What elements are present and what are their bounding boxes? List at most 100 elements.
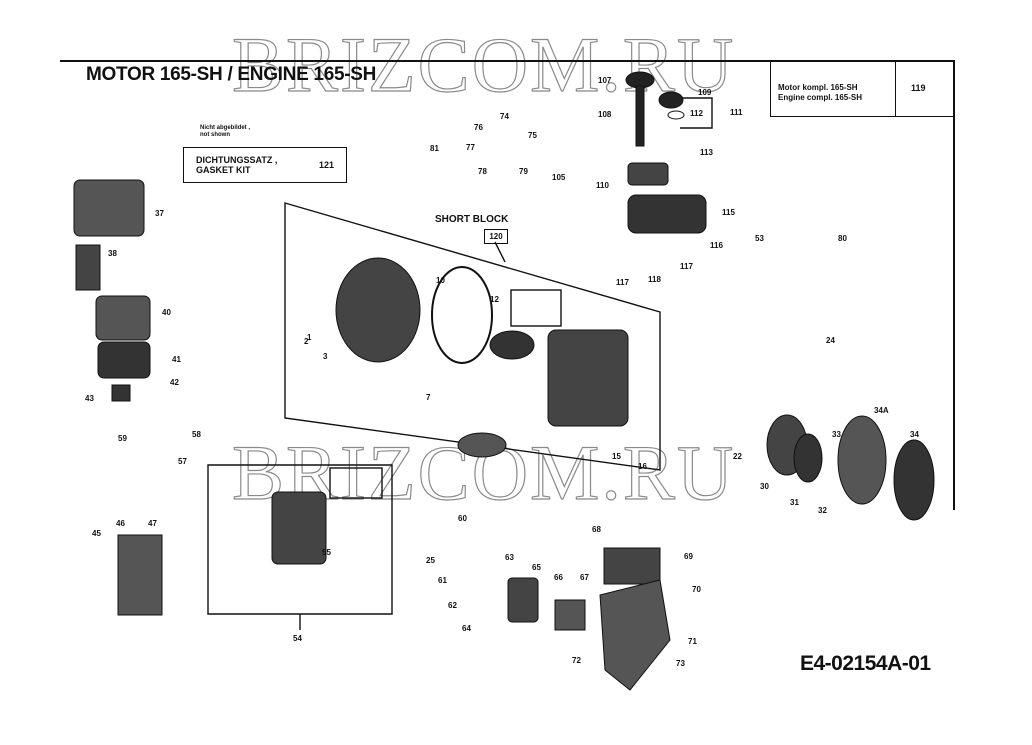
- callout-54: 54: [293, 634, 302, 643]
- diagram-code: E4-02154A-01: [800, 652, 931, 675]
- page-title: MOTOR 165-SH / ENGINE 165-SH: [86, 64, 377, 85]
- engine-complete-label-en: Engine compl. 165-SH: [778, 93, 863, 102]
- gasket-kit-label-de: DICHTUNGSSATZ ,: [196, 155, 278, 165]
- part-12-box: [510, 289, 562, 327]
- callout-69: 69: [684, 552, 693, 561]
- callout-37: 37: [155, 209, 164, 218]
- oring-112: [667, 110, 685, 120]
- callout-16: 16: [638, 462, 647, 471]
- part-42: [111, 384, 131, 402]
- callout-118: 118: [648, 275, 661, 284]
- callout-32: 32: [818, 506, 827, 515]
- callout-59: 59: [118, 434, 127, 443]
- callout-77: 77: [466, 143, 475, 152]
- callout-7: 7: [426, 393, 431, 402]
- callout-2: 2: [304, 337, 309, 346]
- muffler-cover-40: [95, 295, 151, 341]
- callout-63: 63: [505, 553, 514, 562]
- part-55-inset-box: [329, 467, 383, 499]
- bracket-69: [603, 547, 661, 585]
- callout-47: 47: [148, 519, 157, 528]
- frame-right-line: [953, 60, 955, 510]
- gasket-kit-box: DICHTUNGSSATZ , GASKET KIT 121: [183, 147, 347, 183]
- shroud-72: [599, 579, 671, 691]
- callout-55: 55: [322, 548, 331, 557]
- callout-73: 73: [676, 659, 685, 668]
- gasket-kit-number: 121: [319, 160, 335, 170]
- part-67: [554, 599, 586, 631]
- callout-78: 78: [478, 167, 487, 176]
- dipstick-108: [635, 85, 645, 147]
- callout-53: 53: [755, 234, 764, 243]
- callout-34: 34: [910, 430, 919, 439]
- callout-80: 80: [838, 234, 847, 243]
- callout-61: 61: [438, 576, 447, 585]
- not-shown-label-en: not shown: [200, 132, 230, 138]
- callout-72: 72: [572, 656, 581, 665]
- callout-12: 12: [490, 295, 499, 304]
- gasket-plate-46: [117, 534, 163, 616]
- callout-62: 62: [448, 601, 457, 610]
- callout-117a: 117: [616, 278, 629, 287]
- callout-76: 76: [474, 123, 483, 132]
- callout-38: 38: [108, 249, 117, 258]
- air-filter-115: [627, 194, 707, 234]
- fuel-pump-65: [507, 577, 539, 623]
- callout-43: 43: [85, 394, 94, 403]
- carburetor-group-box: [207, 464, 393, 615]
- cylinder-block: [547, 329, 629, 427]
- callout-57: 57: [178, 457, 187, 466]
- not-shown-label-de: Nicht abgebildet ,: [200, 125, 251, 131]
- callout-116: 116: [710, 241, 723, 250]
- spring-31: [793, 433, 823, 483]
- short-block-leader: [494, 241, 506, 263]
- callout-22: 22: [733, 452, 742, 461]
- callout-25: 25: [426, 556, 435, 565]
- callout-58: 58: [192, 430, 201, 439]
- callout-42: 42: [170, 378, 179, 387]
- crankcase-cover: [335, 257, 421, 363]
- callout-24: 24: [826, 336, 835, 345]
- engine-complete-label-de: Motor kompl. 165-SH: [778, 83, 858, 92]
- callout-111: 111: [730, 108, 743, 117]
- callout-30: 30: [760, 482, 769, 491]
- callout-34A: 34A: [874, 406, 889, 415]
- callout-67: 67: [580, 573, 589, 582]
- callout-45: 45: [92, 529, 101, 538]
- gasket-10: [431, 266, 493, 364]
- callout-71: 71: [688, 637, 697, 646]
- callout-46: 46: [116, 519, 125, 528]
- piston: [457, 432, 507, 458]
- fuel-tank-37: [73, 179, 145, 237]
- callout-109: 109: [698, 88, 712, 97]
- callout-113: 113: [700, 148, 713, 157]
- carburetor-55: [271, 491, 327, 565]
- callout-70: 70: [692, 585, 701, 594]
- callout-60: 60: [458, 514, 467, 523]
- callout-107: 107: [598, 76, 612, 85]
- callout-108: 108: [598, 110, 612, 119]
- not-shown-note: Nicht abgebildet , not shown DICHTUNGSSA…: [183, 125, 347, 183]
- callout-105: 105: [552, 173, 566, 182]
- callout-64: 64: [462, 624, 471, 633]
- callout-75: 75: [528, 131, 537, 140]
- callout-40: 40: [162, 308, 171, 317]
- callout-117b: 117: [680, 262, 693, 271]
- engine-complete-box: Motor kompl. 165-SH Engine compl. 165-SH…: [770, 61, 954, 117]
- gasket-kit-label: DICHTUNGSSATZ , GASKET KIT: [196, 155, 277, 175]
- callout-1: 1: [307, 333, 312, 342]
- callout-41: 41: [172, 355, 181, 364]
- callout-110: 110: [596, 181, 609, 190]
- callout-115: 115: [722, 208, 735, 217]
- gasket-kit-label-en: GASKET KIT: [196, 165, 251, 175]
- muffler-41: [97, 341, 151, 379]
- callout-66: 66: [554, 573, 563, 582]
- bracket-38: [75, 244, 101, 291]
- callout-74: 74: [500, 112, 509, 121]
- callout-68a: 68: [592, 525, 601, 534]
- short-block-panel: [284, 202, 661, 471]
- callout-81: 81: [430, 144, 439, 153]
- watermark: BRIZCOM.RU: [231, 20, 736, 108]
- callout-31: 31: [790, 498, 799, 507]
